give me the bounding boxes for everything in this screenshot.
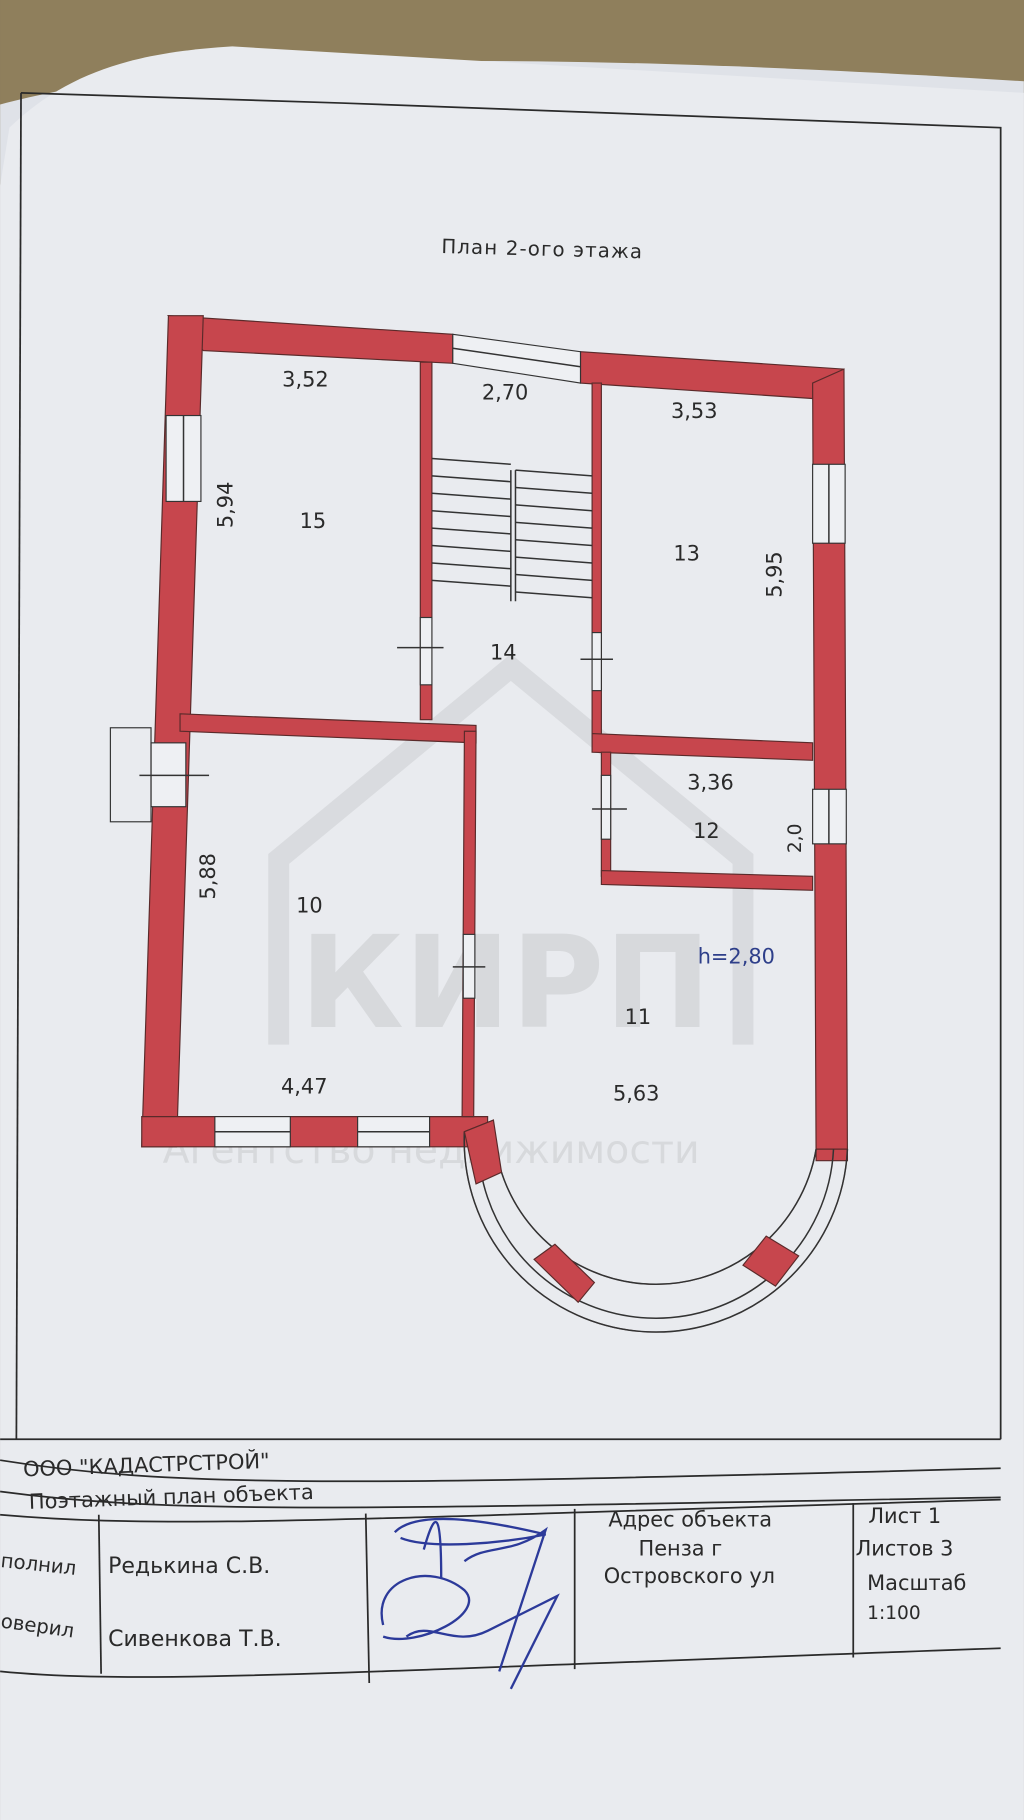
address-street: Островского ул: [604, 1564, 775, 1588]
plan-title: План 2-ого этажа: [441, 235, 643, 263]
room-14-width: 2,70: [482, 380, 528, 404]
checked-by: Сивенкова Т.В.: [108, 1627, 282, 1652]
room-13-number: 13: [673, 542, 700, 566]
room-15-width: 3,52: [282, 368, 328, 392]
room-10-length: 5,88: [196, 853, 220, 899]
bay-window: [463, 1119, 849, 1333]
ceiling-height: h=2,80: [698, 944, 775, 968]
sheet-number: Лист 1: [868, 1504, 941, 1528]
paper: [0, 46, 1024, 1820]
room-11-width: 5,63: [613, 1081, 659, 1105]
room-10-number: 10: [296, 893, 323, 917]
scale-label: Масштаб: [867, 1571, 966, 1595]
performed-by: Редькина С.В.: [108, 1554, 270, 1579]
room-15-number: 15: [300, 509, 327, 533]
room-11-number: 11: [625, 1005, 652, 1029]
sheet-frame: [20, 91, 1002, 1440]
staircase: [431, 457, 593, 602]
sheet-frame-left: [15, 92, 22, 1440]
windows: [109, 333, 847, 1148]
room-13-length: 5,95: [762, 551, 786, 597]
room-15-length: 5,94: [213, 482, 237, 528]
room-13-width: 3,53: [671, 399, 717, 423]
title-block: ООО "КАДАСТРСТРОЙ" Поэтажный план объект…: [0, 1438, 1001, 1690]
address-city: Пенза г: [639, 1536, 723, 1560]
doors: [397, 616, 627, 999]
room-10-width: 4,47: [281, 1074, 327, 1098]
watermark-logo-text: КИРП: [300, 909, 712, 1058]
scale-value: 1:100: [867, 1603, 920, 1624]
room-14-number: 14: [490, 640, 517, 664]
sheet-count: Листов 3: [856, 1536, 954, 1560]
signature-checked: [380, 1574, 560, 1690]
room-12-number: 12: [693, 819, 720, 843]
room-12-length: 2,0: [785, 824, 806, 854]
signature-performed: [393, 1517, 548, 1672]
room-labels: 3,52 5,94 15 2,70 14 3,53 5,95 13 3,36 1…: [196, 368, 806, 1106]
room-12-width: 3,36: [687, 770, 733, 794]
address-label: Адрес объекта: [608, 1507, 772, 1531]
